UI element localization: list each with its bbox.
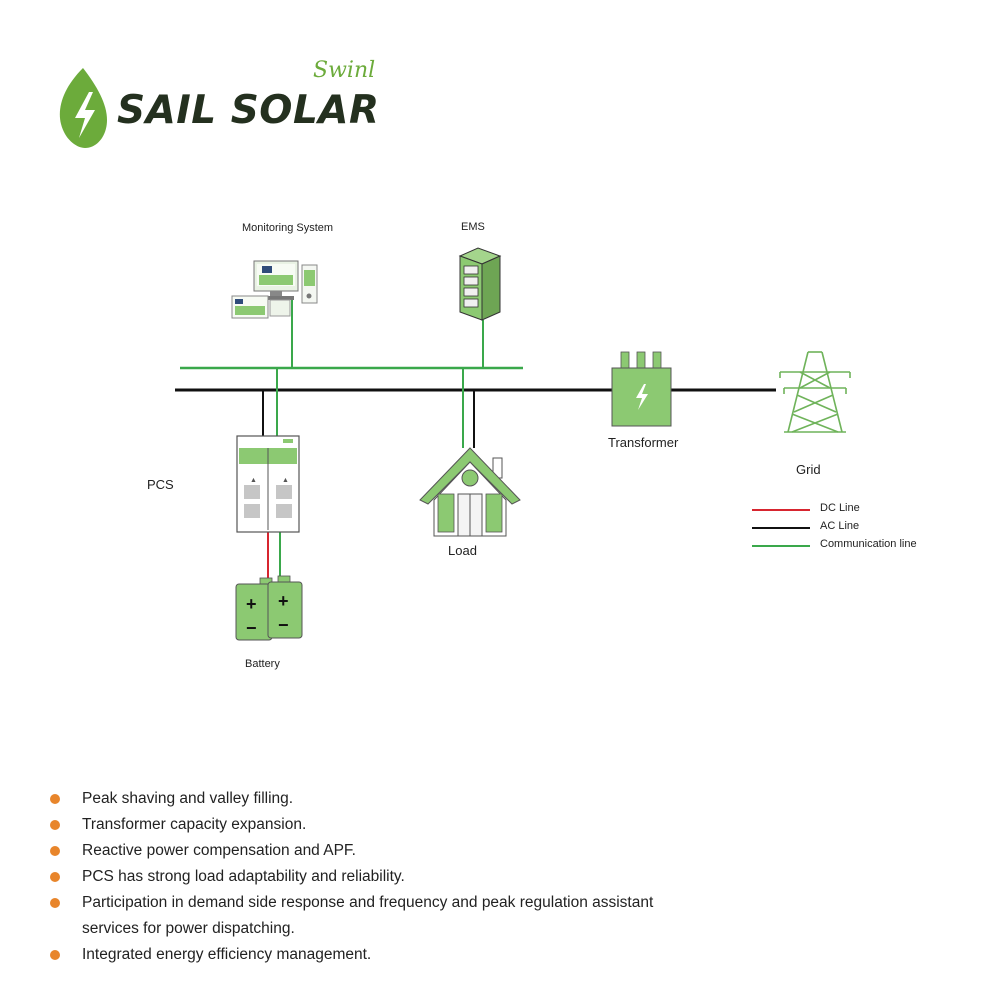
feature-text: Participation in demand side response an…	[82, 894, 654, 937]
transformer-icon	[611, 351, 672, 427]
feature-list: Peak shaving and valley filling. Transfo…	[50, 786, 670, 968]
monitoring-system-icon	[231, 260, 318, 319]
feature-text: Reactive power compensation and APF.	[82, 842, 356, 859]
feature-item: Participation in demand side response an…	[50, 890, 670, 942]
feature-item: PCS has strong load adaptability and rel…	[50, 864, 670, 890]
legend-swatch-communication-line	[752, 545, 810, 547]
svg-text:▲: ▲	[282, 477, 289, 484]
feature-item: Reactive power compensation and APF.	[50, 838, 670, 864]
transformer-label: Transformer	[608, 435, 679, 450]
legend-swatch-dc-line	[752, 509, 810, 511]
leaf-lightning-icon	[59, 68, 107, 148]
battery-icon: + − + −	[235, 575, 303, 641]
ems-label: EMS	[461, 221, 485, 233]
svg-text:▲: ▲	[250, 477, 257, 484]
battery-minus-sign-2: −	[278, 615, 289, 635]
bullet-dot-icon	[50, 872, 60, 882]
brand-signature: Swinl	[313, 58, 376, 83]
feature-item: Peak shaving and valley filling.	[50, 786, 670, 812]
ems-cabinet-icon	[458, 247, 502, 321]
legend-label-dc-line: DC Line	[820, 502, 860, 514]
bullet-dot-icon	[50, 794, 60, 804]
bullet-dot-icon	[50, 846, 60, 856]
brand-logo: SAIL SOLAR Swinl	[55, 58, 395, 148]
battery-plus-sign: +	[246, 594, 257, 614]
legend-swatch-ac-line	[752, 527, 810, 529]
feature-text: PCS has strong load adaptability and rel…	[82, 868, 405, 885]
bullet-dot-icon	[50, 950, 60, 960]
feature-text: Peak shaving and valley filling.	[82, 790, 294, 807]
feature-text: Transformer capacity expansion.	[82, 816, 307, 833]
battery-minus-sign: −	[246, 618, 257, 638]
grid-tower-icon	[779, 351, 851, 433]
diagram-legend: DC Line AC Line Communication line	[752, 501, 952, 561]
load-label: Load	[448, 543, 477, 558]
feature-item: Transformer capacity expansion.	[50, 812, 670, 838]
bullet-dot-icon	[50, 820, 60, 830]
bullet-dot-icon	[50, 898, 60, 908]
legend-item-ac-line: AC Line	[752, 519, 952, 537]
battery-label: Battery	[245, 658, 280, 670]
legend-item-dc-line: DC Line	[752, 501, 952, 519]
house-load-icon	[419, 447, 521, 537]
feature-item: Integrated energy efficiency management.	[50, 942, 670, 968]
pcs-label: PCS	[147, 477, 174, 492]
grid-label: Grid	[796, 462, 821, 477]
pcs-cabinet-icon: ▲ ▲	[236, 435, 300, 533]
legend-label-ac-line: AC Line	[820, 520, 860, 532]
energy-storage-diagram: ▲ ▲ + − + −	[147, 221, 851, 670]
legend-item-communication-line: Communication line	[752, 537, 952, 555]
feature-text: Integrated energy efficiency management.	[82, 946, 372, 963]
battery-plus-sign-2: +	[278, 591, 289, 611]
monitoring-system-label: Monitoring System	[242, 222, 334, 234]
brand-name: SAIL SOLAR	[117, 88, 380, 133]
legend-label-communication-line: Communication line	[820, 538, 917, 550]
